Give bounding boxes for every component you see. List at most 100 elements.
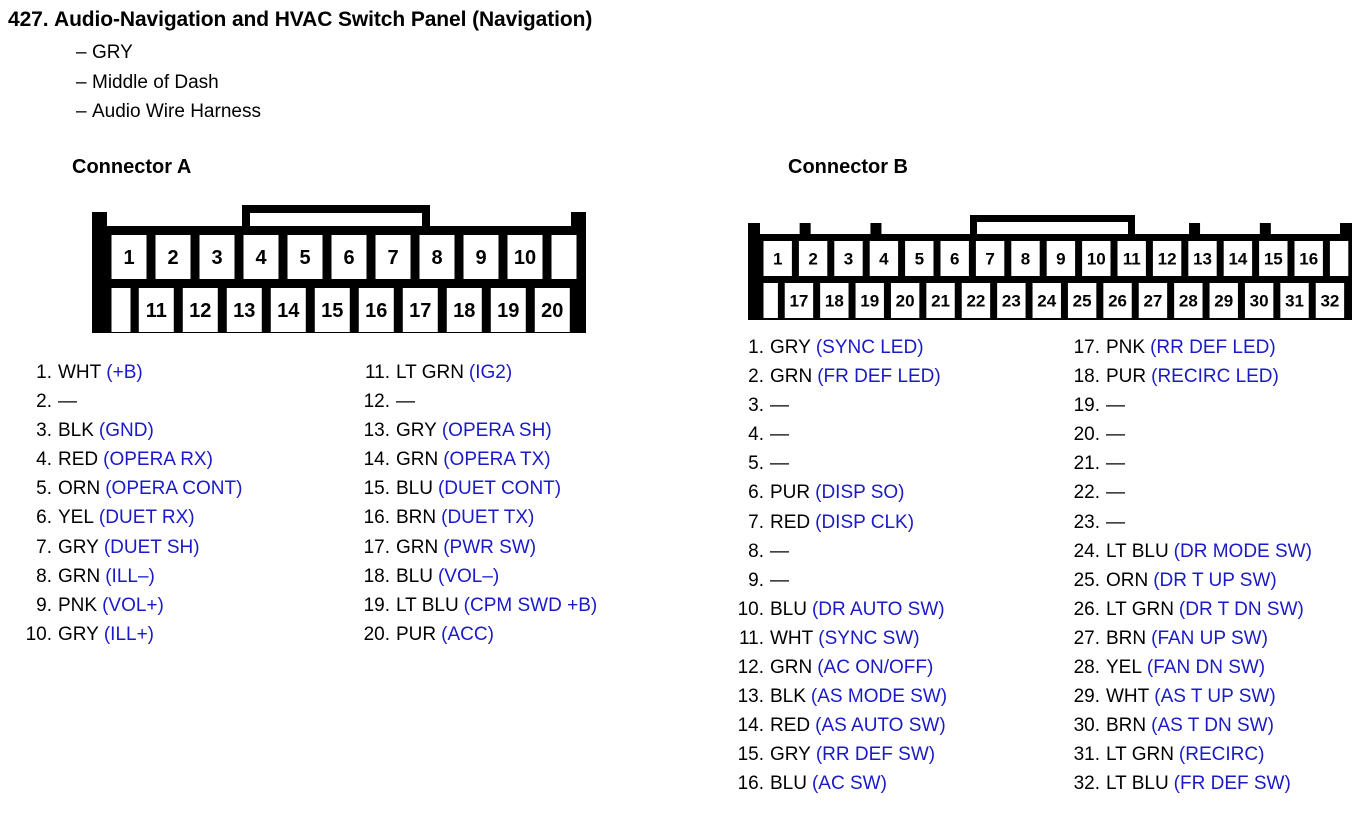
pin-cell-label: 23 — [1002, 292, 1021, 311]
header-subitems: – GRY – Middle of Dash – Audio Wire Harn… — [8, 38, 1008, 127]
pin-wire-color: GRY — [58, 623, 99, 645]
pin-signal-name: (DR T UP SW) — [1153, 569, 1277, 591]
pin-cell-label: 2 — [808, 250, 817, 269]
pin-empty-marker: — — [1106, 395, 1125, 417]
pin-row: 4.— — [730, 424, 947, 453]
pin-signal-name: (AC ON/OFF) — [817, 657, 934, 679]
pin-number: 6. — [748, 482, 764, 504]
pin-number: 28. — [1073, 657, 1100, 679]
pin-number: 5. — [748, 453, 764, 475]
pin-row: 1.WHT(+B) — [18, 362, 242, 391]
pin-number: 6. — [36, 507, 52, 529]
pin-signal-name: (AS T UP SW) — [1154, 686, 1276, 708]
pin-wire-color: LT GRN — [396, 362, 464, 383]
pin-row: 22.— — [1060, 482, 1312, 511]
pin-row: 15.GRY(RR DEF SW) — [730, 744, 947, 773]
pin-empty-marker: — — [396, 391, 415, 413]
pin-row: 2.GRN(FR DEF LED) — [730, 366, 947, 395]
pin-cell-label: 15 — [1264, 250, 1283, 269]
pin-number: 12. — [363, 391, 390, 413]
list-item: – Audio Wire Harness — [76, 97, 1008, 127]
pin-number: 3. — [36, 420, 52, 442]
pin-row: 21.— — [1060, 453, 1312, 482]
pin-wire-color: WHT — [1106, 686, 1150, 708]
pin-cell-label: 13 — [233, 300, 255, 322]
pin-cell-label: 3 — [844, 250, 853, 269]
pin-wire-color: PUR — [396, 623, 437, 645]
pin-row: 1.GRY(SYNC LED) — [730, 337, 947, 366]
connector-b-pinlist-column-1: 1.GRY(SYNC LED)2.GRN(FR DEF LED)3. —4.—5.… — [730, 337, 948, 803]
pin-wire-color: GRY — [396, 420, 437, 442]
pin-number: 7. — [36, 536, 52, 558]
pin-row: 8.GRN(ILL–) — [18, 566, 242, 595]
pin-empty-marker: — — [770, 453, 789, 475]
pin-number: 17. — [363, 536, 390, 558]
pin-number: 15. — [737, 744, 764, 766]
pin-row: 13. GRY(OPERA SH) — [350, 420, 597, 449]
pin-signal-name: (GND) — [98, 420, 154, 442]
pin-signal-name: (FAN UP SW) — [1151, 627, 1268, 649]
pin-signal-name: (FAN DN SW) — [1146, 657, 1266, 679]
connector-a-heading: Connector A — [72, 156, 192, 178]
pin-row: 29. WHT(AS T UP SW) — [1060, 686, 1312, 715]
pin-wire-color: GRN — [58, 565, 101, 587]
pin-cell-label: 5 — [915, 250, 924, 269]
pin-row: 30.BRN(AS T DN SW) — [1060, 715, 1312, 744]
pin-number: 11. — [364, 362, 390, 383]
pin-cell-label: 1 — [123, 247, 134, 269]
pin-number: 32. — [1073, 773, 1100, 795]
pin-wire-color: RED — [770, 511, 811, 533]
pin-cell-label: 21 — [931, 292, 950, 311]
pin-signal-name: (DR MODE SW) — [1173, 540, 1312, 562]
pin-signal-name: (OPERA SH) — [441, 420, 552, 442]
subitem-label: Audio Wire Harness — [92, 101, 261, 122]
pin-row: 18.BLU(VOL–) — [350, 566, 597, 595]
pin-signal-name: (AS T DN SW) — [1151, 715, 1274, 737]
connector-b-pinlist-column-2: 17.PNK(RR DEF LED)18.PUR(RECIRC LED)19.—… — [1060, 337, 1312, 803]
pin-cell-label: 32 — [1320, 292, 1339, 311]
pin-signal-name: (DUET RX) — [98, 507, 195, 529]
pin-wire-color: GRN — [396, 536, 439, 558]
pin-number: 21. — [1073, 453, 1100, 475]
pin-cell-label: 10 — [514, 247, 536, 269]
pin-wire-color: BRN — [1106, 715, 1147, 737]
pin-row: 26.LT GRN(DR T DN SW) — [1060, 599, 1312, 628]
pin-row: 24.LT BLU(DR MODE SW) — [1060, 541, 1312, 570]
list-item: – Middle of Dash — [76, 68, 1008, 98]
pin-row: 11.LT GRN(IG2) — [350, 362, 597, 391]
pin-wire-color: YEL — [58, 507, 94, 529]
pin-number: 25. — [1073, 569, 1100, 591]
pin-cell-label: 7 — [985, 250, 994, 269]
pin-cell-label: 10 — [1087, 250, 1106, 269]
pin-row: 13.BLK(AS MODE SW) — [730, 686, 948, 715]
pin-row: 28. YEL(FAN DN SW) — [1060, 657, 1312, 686]
pin-cell-label: 6 — [950, 250, 959, 269]
pin-signal-name: (DISP SO) — [815, 482, 905, 504]
pin-number: 3. — [748, 395, 764, 417]
pin-cell-label: 18 — [453, 300, 475, 322]
pin-number: 11. — [738, 627, 764, 649]
pin-number: 29. — [1073, 686, 1100, 708]
pin-number: 2. — [748, 366, 764, 388]
pin-wire-color: BRN — [1106, 627, 1147, 649]
pin-wire-color: ORN — [1106, 569, 1149, 591]
pin-number: 9. — [748, 569, 764, 591]
pin-row: 10.GRY(ILL+) — [18, 624, 242, 653]
pin-cell-label: 14 — [1228, 250, 1247, 269]
pin-wire-color: GRN — [770, 657, 813, 679]
pin-number: 1. — [36, 362, 52, 383]
pin-row: 6.PUR(DISP SO) — [730, 482, 947, 511]
pin-row: 10.BLU(DR AUTO SW) — [730, 599, 947, 628]
pin-wire-color: BLU — [396, 478, 433, 500]
pin-signal-name: (AC SW) — [811, 773, 887, 795]
pin-number: 13. — [363, 420, 390, 442]
list-item: – GRY — [76, 38, 1008, 68]
pin-signal-name: (RR DEF LED) — [1150, 337, 1276, 358]
pin-cell-label: 12 — [189, 300, 211, 322]
pin-wire-color: YEL — [1106, 657, 1142, 679]
pin-signal-name: (OPERA CONT) — [105, 478, 243, 500]
pin-row: 11.WHT(SYNC SW) — [730, 628, 947, 657]
pin-row: 9.PNK(VOL+) — [18, 595, 242, 624]
pin-cell-label: 14 — [277, 300, 300, 322]
